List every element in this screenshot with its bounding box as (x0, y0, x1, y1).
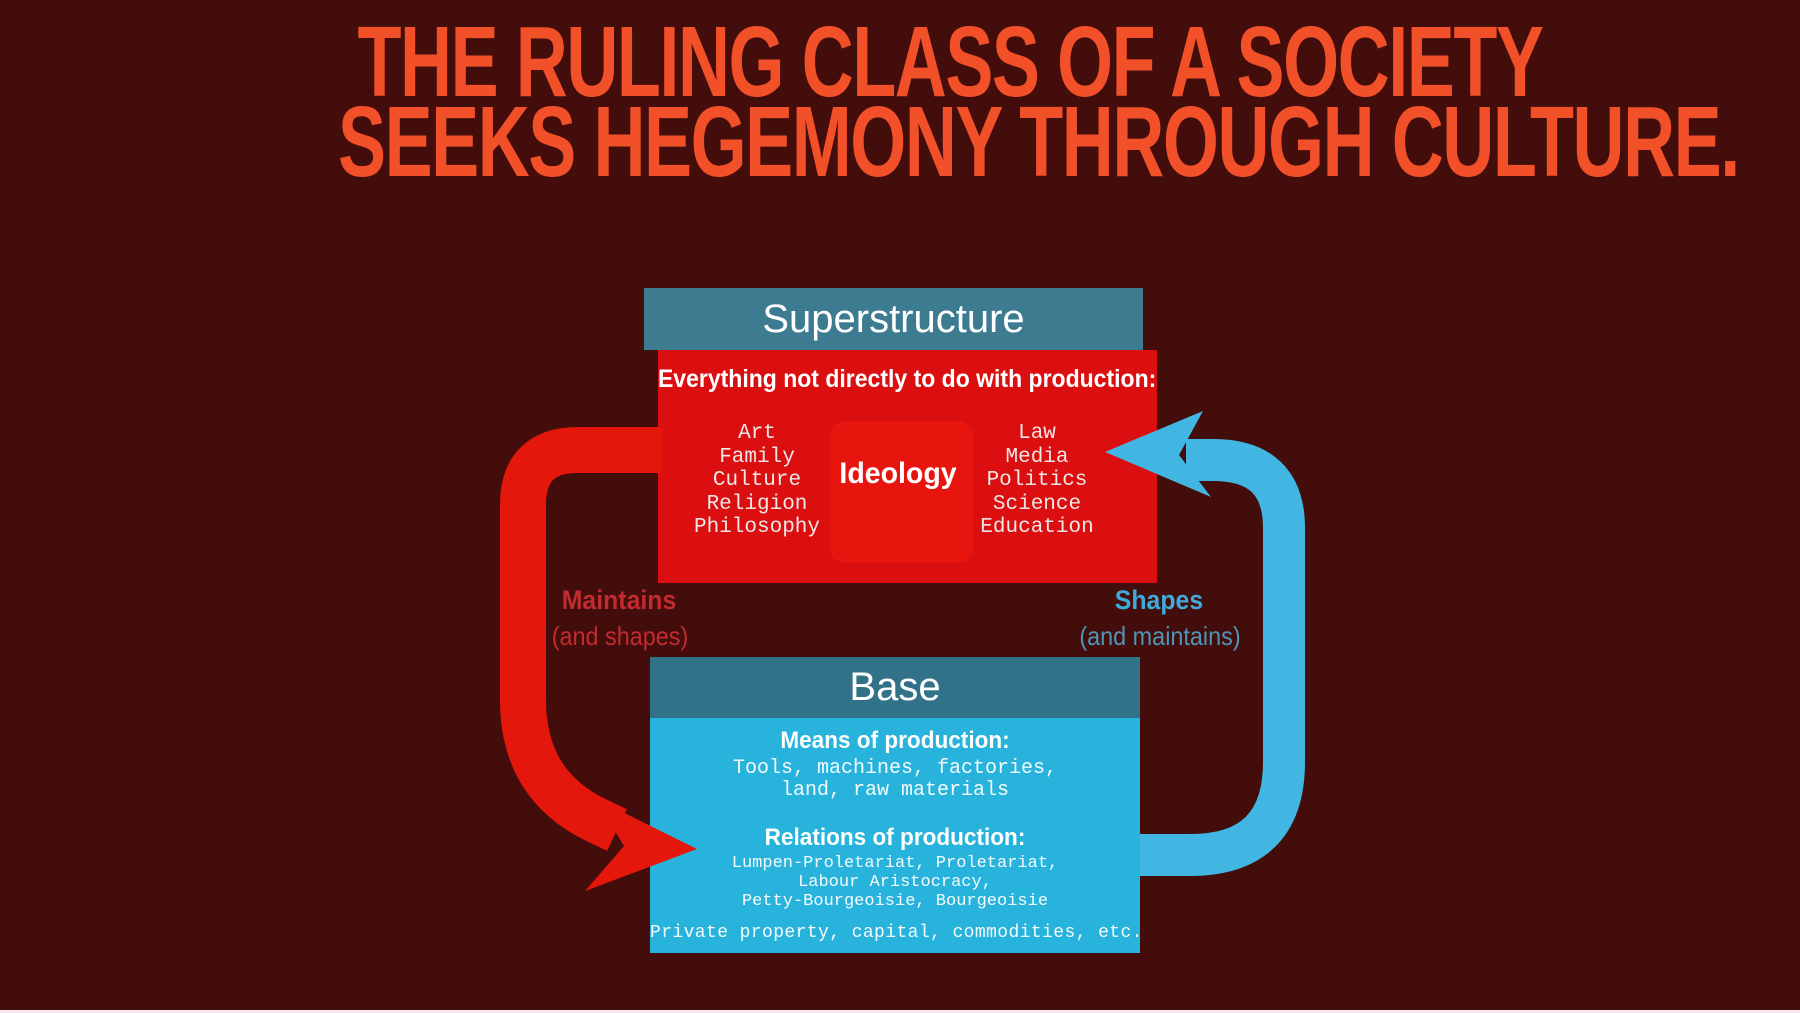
list-item: Philosophy (693, 516, 821, 539)
shapes-label: Shapes (1114, 585, 1204, 615)
list-item: Law (1018, 422, 1056, 445)
list-item: Politics (986, 469, 1088, 492)
title-line-2: SEEKS HEGEMONY THROUGH CULTURE. (338, 86, 1740, 198)
list-item: Tools, machines, factories, (732, 757, 1058, 780)
superstructure-box: Superstructure Everything not directly t… (644, 288, 1157, 583)
list-item: Education (980, 516, 1094, 539)
list-item: Art (738, 422, 776, 445)
list-item: Labour Aristocracy, (798, 873, 992, 892)
base-header: Base (650, 657, 1140, 718)
means-of-production-list: Tools, machines, factories, land, raw ma… (650, 758, 1140, 802)
ideology-label: Ideology (839, 457, 957, 490)
page-title: THE RULING CLASS OF A SOCIETY SEEKS HEGE… (338, 6, 1740, 198)
base-body: Means of production: Tools, machines, fa… (650, 718, 1143, 953)
superstructure-header: Superstructure (644, 288, 1143, 350)
list-item: Religion (706, 492, 808, 516)
base-footer-line: Private property, capital, commodities, … (650, 923, 1143, 943)
superstructure-subtitle: Everything not directly to do with produ… (657, 365, 1157, 393)
list-item: Culture (712, 469, 802, 492)
list-item: Lumpen-Proletariat, Proletariat, (731, 854, 1059, 873)
maintains-sublabel: (and shapes) (551, 621, 689, 651)
title-line-1: THE RULING CLASS OF A SOCIETY (357, 6, 1544, 118)
screenshot-bottom-edge (0, 1010, 1800, 1013)
base-box: Base Means of production: Tools, machine… (650, 657, 1143, 953)
list-item: Science (992, 492, 1082, 516)
list-item: Petty-Bourgeoisie, Bourgeoisie (741, 892, 1049, 911)
shapes-sublabel: (and maintains) (1079, 621, 1241, 651)
relations-of-production-heading: Relations of production: (764, 824, 1026, 851)
superstructure-body: Everything not directly to do with produ… (658, 350, 1157, 583)
means-of-production-heading: Means of production: (780, 727, 1010, 754)
list-item: Family (719, 445, 795, 469)
superstructure-left-list: Art Family Culture Religion Philosophy (677, 422, 837, 540)
superstructure-right-list: Law Media Politics Science Education (957, 422, 1117, 540)
relations-of-production-list: Lumpen-Proletariat, Proletariat, Labour … (650, 854, 1140, 911)
ideology-panel (830, 421, 973, 563)
maintains-label: Maintains (561, 585, 677, 615)
list-item: land, raw materials (780, 779, 1010, 802)
list-item: Media (1005, 445, 1069, 469)
